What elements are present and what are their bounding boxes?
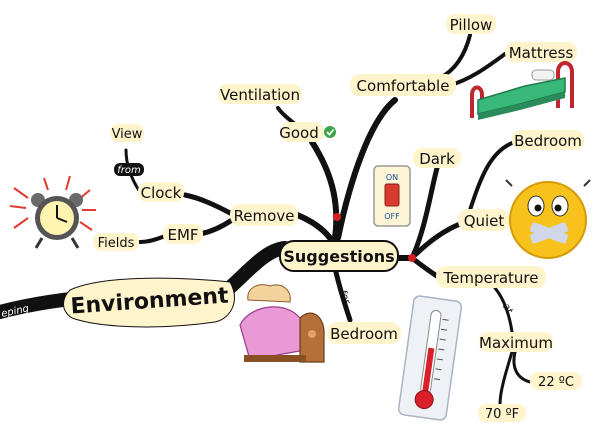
thermometer-icon (397, 295, 463, 421)
branch-temperature-maximum (493, 286, 514, 334)
quiet-pill (458, 209, 510, 231)
switch-on-label: ON (386, 173, 398, 182)
temp-c-pill (530, 372, 582, 390)
light-switch-icon: ON OFF (373, 165, 411, 227)
temp-c-label: 22 ºC (538, 375, 574, 390)
node-labels: Environment Suggestions Remove Clock Vie… (0, 16, 582, 422)
comfortable-pill (350, 74, 456, 96)
hub-dot-right (408, 254, 416, 262)
branch-remove-clock (182, 192, 235, 217)
bedroom-bottom-label: Bedroom (330, 325, 398, 343)
branch-quiet-bedroom (468, 140, 517, 212)
clock-pill (138, 182, 184, 202)
ventilation-pill (218, 84, 302, 104)
pillow-pill (446, 14, 496, 34)
branch-emf-fields (138, 234, 167, 244)
bedroom-bottom-pill (327, 322, 401, 344)
bed-icon (470, 61, 574, 120)
comfortable-label: Comfortable (357, 77, 450, 95)
branch-suggestions-bedroom (332, 265, 353, 323)
from-label: from (117, 165, 141, 176)
view-label: View (112, 127, 143, 142)
temp-f-pill (478, 404, 526, 422)
environment-pill (63, 277, 235, 328)
maximum-pill (479, 332, 553, 352)
suggestions-pill (279, 240, 399, 272)
emf-pill (163, 224, 203, 244)
remove-pill (230, 204, 298, 226)
branch-maximum-22c (512, 350, 532, 384)
hub-dot-left (333, 213, 341, 221)
branch-remove-emf (197, 217, 235, 237)
ventilation-label: Ventilation (220, 86, 300, 104)
from-tag (114, 163, 144, 176)
alarm-clock-icon (9, 175, 96, 249)
dark-label: Dark (419, 150, 455, 168)
maximum-label: Maximum (479, 334, 553, 352)
emf-label: EMF (167, 226, 198, 244)
branch-hub-dark (409, 165, 440, 261)
mattress-label: Mattress (509, 44, 574, 62)
fields-pill (93, 233, 139, 251)
connector-words: from for at (114, 163, 515, 317)
branch-maximum-70f (498, 350, 514, 406)
clock-label: Clock (141, 184, 182, 202)
pillow-label: Pillow (450, 16, 493, 34)
branch-hub-temperature (409, 255, 443, 281)
quiet-smiley-icon (505, 179, 591, 259)
suggestions-label: Suggestions (283, 247, 394, 266)
mattress-pill (505, 42, 577, 62)
branch-suggestions-good (309, 139, 340, 241)
good-label: Good (279, 124, 319, 142)
sleeping-bed-icon (239, 284, 325, 363)
bedroom-top-pill (512, 130, 584, 150)
temp-f-label: 70 ºF (485, 407, 519, 422)
branch-comfortable-pillow (438, 33, 472, 80)
branch-suggestions-comfortable (335, 97, 398, 241)
for-label: for (337, 289, 352, 307)
temperature-label: Temperature (442, 269, 538, 287)
bedroom-top-label: Bedroom (514, 132, 582, 150)
switch-off-label: OFF (384, 212, 400, 221)
quiet-label: Quiet (464, 212, 505, 230)
temperature-pill (436, 266, 546, 288)
fields-label: Fields (98, 236, 135, 251)
dark-pill (413, 148, 461, 168)
remove-label: Remove (234, 207, 295, 225)
check-icon (324, 126, 336, 138)
branch-hub-quiet (409, 221, 463, 261)
branch-suggestions-remove (292, 211, 333, 241)
good-pill (280, 122, 324, 142)
view-pill (110, 124, 144, 142)
node-pills (63, 14, 584, 422)
